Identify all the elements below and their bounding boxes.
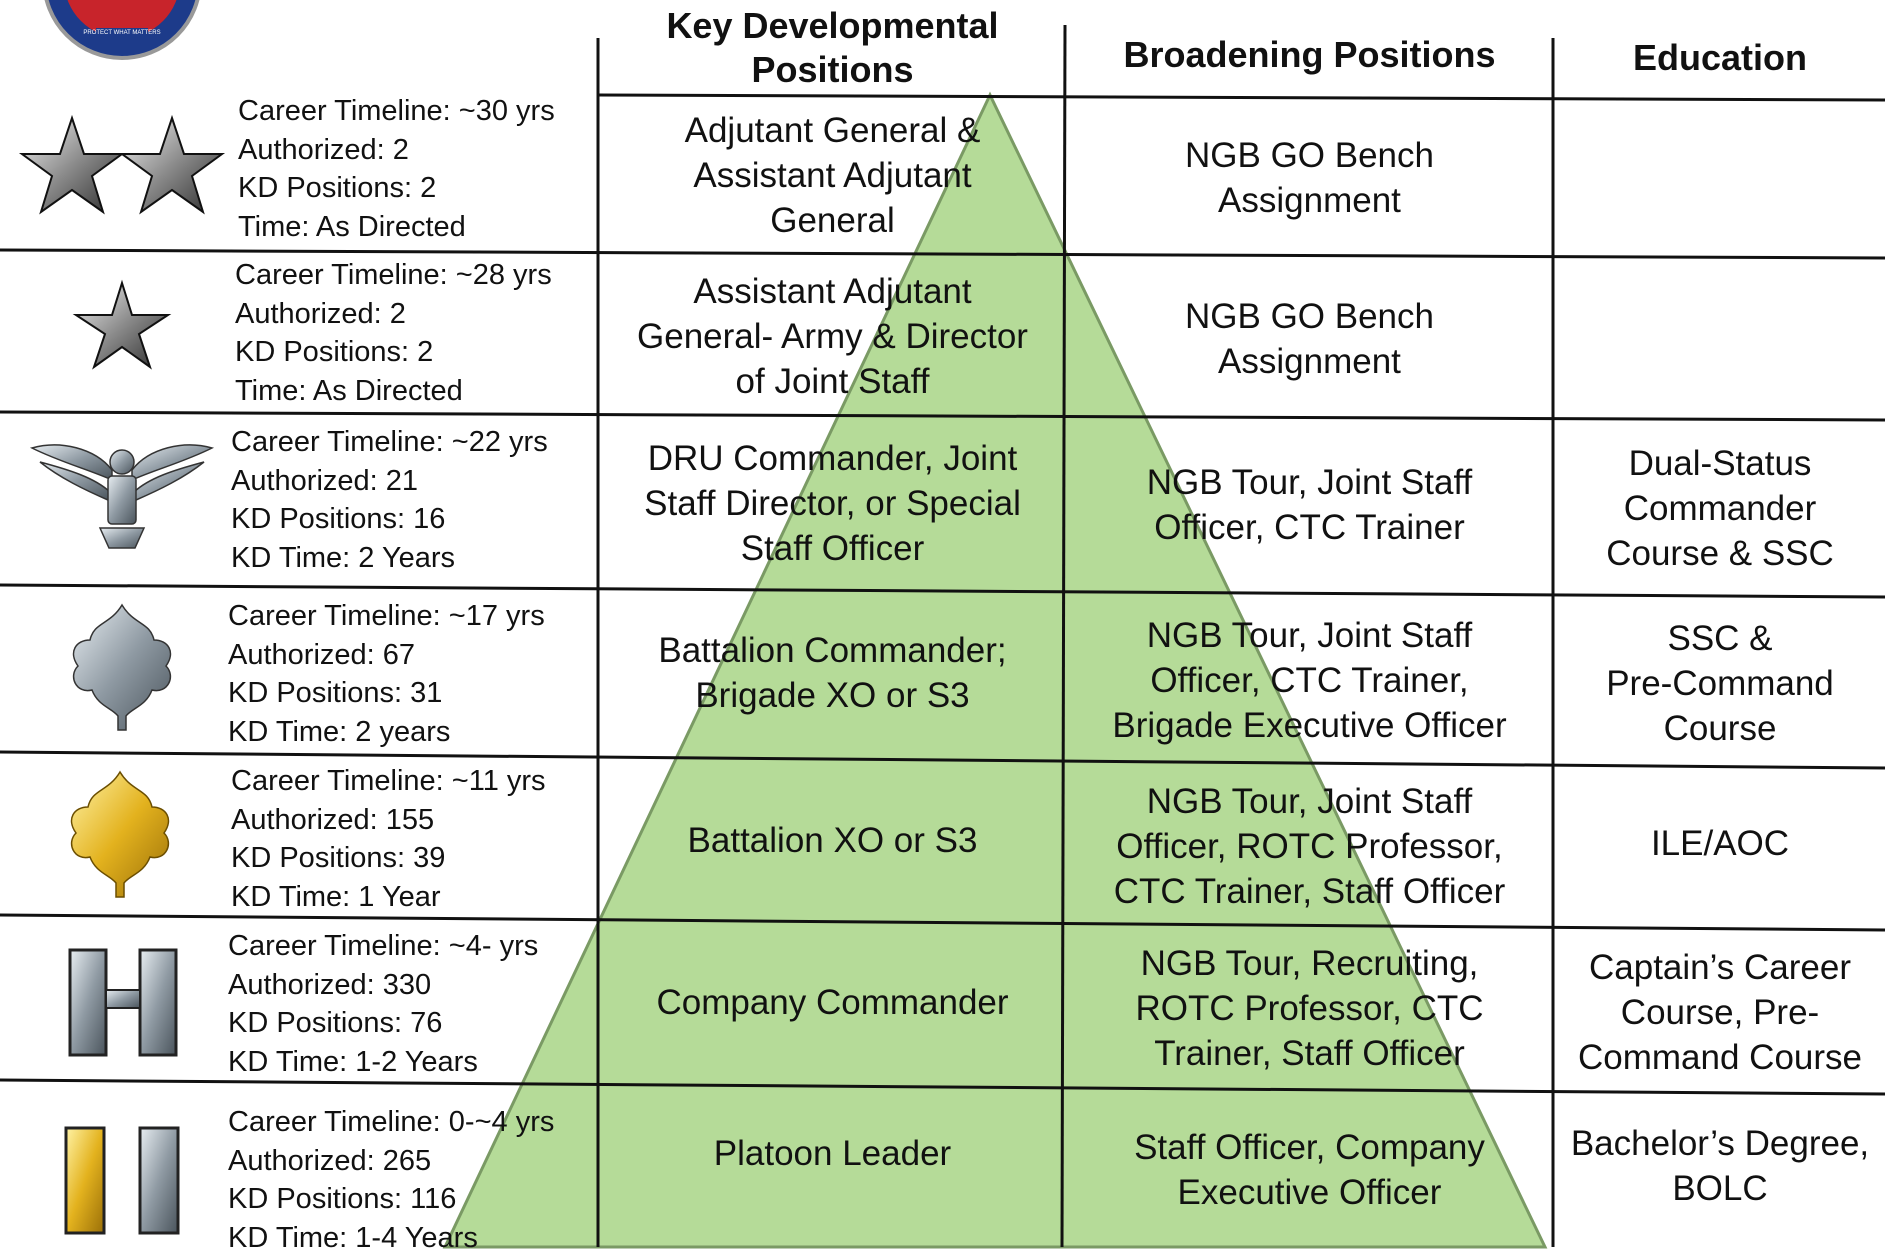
broadening-cell-row5: NGB Tour, Joint Staff Officer, ROTC Prof… bbox=[1066, 764, 1553, 929]
broadening-text: NGB Tour, Joint Staff Officer, CTC Train… bbox=[1147, 460, 1473, 550]
broadening-text: NGB Tour, Joint Staff Officer, ROTC Prof… bbox=[1114, 779, 1506, 914]
logo-motto: PROTECT WHAT MATTERS bbox=[74, 30, 170, 36]
unit-logo bbox=[44, 0, 200, 58]
career-timeline: Career Timeline: ~4- yrs bbox=[228, 927, 538, 966]
kd-cell-row1: Adjutant General & Assistant Adjutant Ge… bbox=[600, 100, 1065, 250]
rank-info-row1: Career Timeline: ~30 yrs Authorized: 2 K… bbox=[238, 92, 555, 246]
education-text: SSC & Pre-Command Course bbox=[1606, 616, 1834, 751]
kd-text: Assistant Adjutant General- Army & Direc… bbox=[637, 269, 1028, 404]
header-broadening: Broadening Positions bbox=[1066, 33, 1553, 77]
kd-positions: KD Positions: 116 bbox=[228, 1180, 554, 1219]
authorized: Authorized: 2 bbox=[238, 131, 555, 170]
kd-text: Company Commander bbox=[656, 980, 1008, 1025]
kd-time: KD Time: 1-4 Years bbox=[228, 1219, 554, 1257]
broadening-text: NGB GO Bench Assignment bbox=[1185, 133, 1434, 223]
education-cell-row7: Bachelor’s Degree, BOLC bbox=[1555, 1098, 1885, 1233]
kd-cell-row2: Assistant Adjutant General- Army & Direc… bbox=[600, 258, 1065, 414]
kd-text: Adjutant General & Assistant Adjutant Ge… bbox=[685, 108, 981, 243]
rank-info-row4: Career Timeline: ~17 yrs Authorized: 67 … bbox=[228, 597, 545, 751]
authorized: Authorized: 21 bbox=[231, 462, 548, 501]
header-key-developmental: Key Developmental Positions bbox=[600, 4, 1065, 92]
career-timeline: Career Timeline: ~17 yrs bbox=[228, 597, 545, 636]
education-cell-row4: SSC & Pre-Command Course bbox=[1555, 598, 1885, 768]
kd-cell-row7: Platoon Leader bbox=[600, 1088, 1065, 1218]
kd-text: DRU Commander, Joint Staff Director, or … bbox=[644, 436, 1021, 571]
kd-time: KD Time: 1-2 Years bbox=[228, 1043, 538, 1082]
education-cell-row6: Captain’s Career Course, Pre- Command Co… bbox=[1555, 930, 1885, 1095]
authorized: Authorized: 2 bbox=[235, 295, 552, 334]
broadening-text: NGB Tour, Recruiting, ROTC Professor, CT… bbox=[1135, 941, 1483, 1076]
broadening-text: Staff Officer, Company Executive Officer bbox=[1134, 1125, 1485, 1215]
double-bar-icon bbox=[70, 950, 176, 1055]
kd-positions: KD Positions: 39 bbox=[231, 839, 546, 878]
broadening-cell-row2: NGB GO Bench Assignment bbox=[1066, 260, 1553, 418]
education-cell-row3: Dual-Status Commander Course & SSC bbox=[1555, 422, 1885, 594]
broadening-cell-row4: NGB Tour, Joint Staff Officer, CTC Train… bbox=[1066, 596, 1553, 764]
kd-cell-row5: Battalion XO or S3 bbox=[600, 758, 1065, 923]
education-cell-row5: ILE/AOC bbox=[1555, 768, 1885, 918]
kd-cell-row4: Battalion Commander; Brigade XO or S3 bbox=[600, 590, 1065, 756]
kd-text: Battalion Commander; Brigade XO or S3 bbox=[658, 628, 1006, 718]
kd-time: KD Time: 2 years bbox=[228, 713, 545, 752]
rank-info-row5: Career Timeline: ~11 yrs Authorized: 155… bbox=[231, 762, 546, 916]
career-timeline: Career Timeline: ~11 yrs bbox=[231, 762, 546, 801]
kd-text: Battalion XO or S3 bbox=[688, 818, 978, 863]
kd-positions: KD Positions: 2 bbox=[238, 169, 555, 208]
authorized: Authorized: 265 bbox=[228, 1142, 554, 1181]
education-text: Bachelor’s Degree, BOLC bbox=[1571, 1121, 1869, 1211]
broadening-text: NGB Tour, Joint Staff Officer, CTC Train… bbox=[1112, 613, 1506, 748]
kd-text: Platoon Leader bbox=[714, 1131, 951, 1176]
kd-cell-row6: Company Commander bbox=[600, 920, 1065, 1085]
authorized: Authorized: 67 bbox=[228, 636, 545, 675]
education-text: Dual-Status Commander Course & SSC bbox=[1606, 441, 1834, 576]
kd-cell-row3: DRU Commander, Joint Staff Director, or … bbox=[600, 418, 1065, 588]
kd-time: Time: As Directed bbox=[235, 372, 552, 411]
broadening-cell-row3: NGB Tour, Joint Staff Officer, CTC Train… bbox=[1066, 420, 1553, 590]
kd-time: KD Time: 1 Year bbox=[231, 878, 546, 917]
broadening-cell-row7: Staff Officer, Company Executive Officer bbox=[1066, 1095, 1553, 1245]
career-timeline: Career Timeline: 0-~4 yrs bbox=[228, 1103, 554, 1142]
education-cell-row2 bbox=[1555, 260, 1885, 418]
kd-positions: KD Positions: 76 bbox=[228, 1004, 538, 1043]
broadening-cell-row6: NGB Tour, Recruiting, ROTC Professor, CT… bbox=[1066, 926, 1553, 1091]
header-education: Education bbox=[1555, 36, 1885, 80]
authorized: Authorized: 155 bbox=[231, 801, 546, 840]
education-text: ILE/AOC bbox=[1651, 821, 1789, 866]
education-text: Captain’s Career Course, Pre- Command Co… bbox=[1578, 945, 1862, 1080]
authorized: Authorized: 330 bbox=[228, 966, 538, 1005]
kd-time: KD Time: 2 Years bbox=[231, 539, 548, 578]
rank-info-row2: Career Timeline: ~28 yrs Authorized: 2 K… bbox=[235, 256, 552, 410]
kd-time: Time: As Directed bbox=[238, 208, 555, 247]
rank-info-row3: Career Timeline: ~22 yrs Authorized: 21 … bbox=[231, 423, 548, 577]
one-star-icon bbox=[76, 283, 168, 367]
education-cell-row1 bbox=[1555, 100, 1885, 255]
broadening-cell-row1: NGB GO Bench Assignment bbox=[1066, 100, 1553, 255]
eagle-icon bbox=[32, 445, 212, 548]
broadening-text: NGB GO Bench Assignment bbox=[1185, 294, 1434, 384]
gold-oak-leaf-icon bbox=[72, 772, 169, 897]
rank-info-row6: Career Timeline: ~4- yrs Authorized: 330… bbox=[228, 927, 538, 1081]
kd-positions: KD Positions: 2 bbox=[235, 333, 552, 372]
silver-oak-leaf-icon bbox=[74, 605, 171, 730]
kd-positions: KD Positions: 31 bbox=[228, 674, 545, 713]
career-timeline: Career Timeline: ~22 yrs bbox=[231, 423, 548, 462]
rank-info-row7: Career Timeline: 0-~4 yrs Authorized: 26… bbox=[228, 1103, 554, 1257]
kd-positions: KD Positions: 16 bbox=[231, 500, 548, 539]
career-timeline: Career Timeline: ~30 yrs bbox=[238, 92, 555, 131]
gold-silver-bars-icon bbox=[66, 1128, 178, 1233]
two-star-icon bbox=[22, 118, 222, 212]
career-timeline: Career Timeline: ~28 yrs bbox=[235, 256, 552, 295]
